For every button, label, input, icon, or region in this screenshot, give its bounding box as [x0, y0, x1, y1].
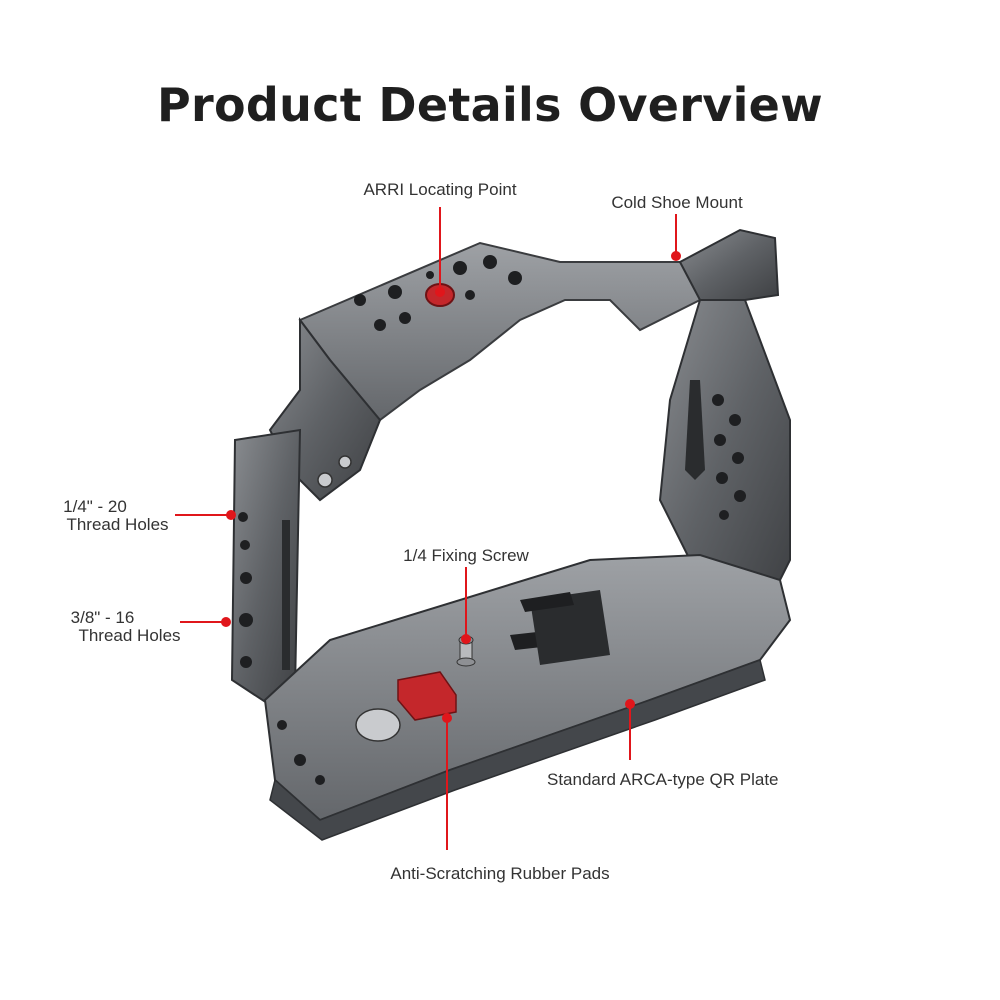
label-threeeighth-thread-line2: Thread Holes	[78, 626, 181, 645]
rubber-pad	[397, 671, 457, 721]
label-qr-plate: Standard ARCA-type QR Plate	[547, 770, 779, 789]
top-plate-holes	[354, 255, 522, 331]
callout-markers	[175, 207, 681, 850]
d-ring-screw	[355, 708, 401, 742]
label-quarter-thread-line1: 1/4" - 20	[63, 497, 127, 516]
label-arri-locating-point: ARRI Locating Point	[363, 180, 517, 199]
right-side-cutout	[685, 380, 705, 480]
base-slots	[510, 590, 610, 665]
cage-base-front	[269, 659, 766, 841]
right-side-holes	[712, 394, 746, 520]
page-title: Product Details Overview	[157, 78, 823, 132]
left-side-holes	[238, 512, 253, 668]
front-holes	[277, 720, 325, 785]
cold-shoe-block	[678, 228, 780, 301]
label-fixing-screw: 1/4 Fixing Screw	[403, 546, 529, 565]
label-threeeighth-thread-line1: 3/8" - 16	[70, 608, 135, 627]
label-cold-shoe-mount: Cold Shoe Mount	[611, 193, 743, 212]
label-quarter-thread-line2: Thread Holes	[66, 515, 169, 534]
label-rubber-pads: Anti-Scratching Rubber Pads	[390, 864, 610, 883]
cage-top-plate	[298, 241, 702, 422]
arm-screws	[317, 455, 352, 488]
left-side-slot	[282, 520, 290, 670]
